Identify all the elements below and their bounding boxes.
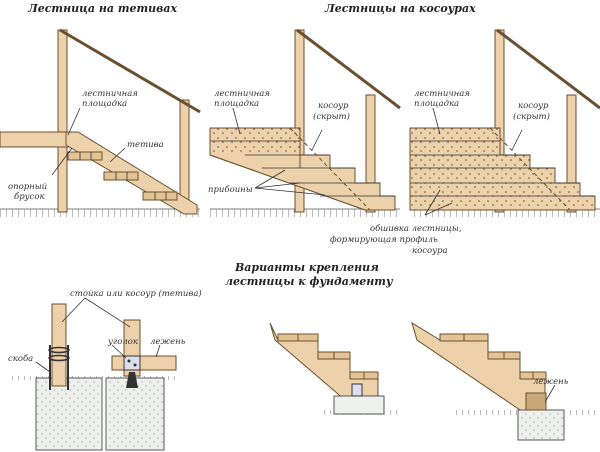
- foundation-stair-detail-2: [411, 321, 595, 441]
- label-sheathing-a: обшивка лестницы,: [370, 223, 462, 234]
- kosour-stair-drawing-2: [409, 28, 600, 217]
- label-post-or-stringer: стойка или косоур (тетива): [70, 288, 202, 299]
- label-bracket: скоба: [8, 353, 33, 364]
- foundation-bracket-detail: [8, 303, 108, 451]
- foundation-stair-detail-1: [269, 322, 400, 415]
- label-support-a: опорный: [8, 182, 47, 192]
- title-kosour-stairs: Лестницы на косоурах: [324, 2, 476, 15]
- label-landing-1a: лестничная: [82, 89, 138, 99]
- label-sleeper-1: лежень: [150, 337, 186, 347]
- title-foundation-1: Варианты крепления: [234, 261, 379, 274]
- label-sleeper-2: лежень: [533, 377, 569, 387]
- label-landing-3b: площадка: [414, 99, 459, 109]
- label-kosour-3a: косоур: [518, 101, 549, 111]
- label-landing-3a: лестничная: [414, 89, 470, 99]
- label-kosour-3b: (скрыт): [513, 111, 550, 122]
- label-landing-2a: лестничная: [214, 89, 270, 99]
- foundation-angle-detail: [100, 319, 180, 451]
- label-sheathing-b: формирующая профиль: [330, 235, 438, 245]
- kosour-stair-drawing-1: [209, 28, 401, 217]
- label-priboiny: прибоины: [208, 184, 253, 195]
- label-sheathing-c: косоура: [412, 246, 448, 256]
- label-tetiva: тетива: [127, 140, 164, 150]
- stringer-stair-drawing: [0, 28, 201, 217]
- label-kosour-2a: косоур: [318, 101, 349, 111]
- label-angle: уголок: [107, 337, 139, 347]
- label-landing-2b: площадка: [214, 99, 259, 109]
- label-landing-1b: площадка: [82, 99, 127, 109]
- title-foundation-2: лестницы к фундаменту: [225, 275, 394, 288]
- label-support-b: брусок: [14, 191, 45, 202]
- title-stringer-stair: Лестница на тетивах: [27, 2, 177, 15]
- label-kosour-2b: (скрыт): [313, 111, 350, 122]
